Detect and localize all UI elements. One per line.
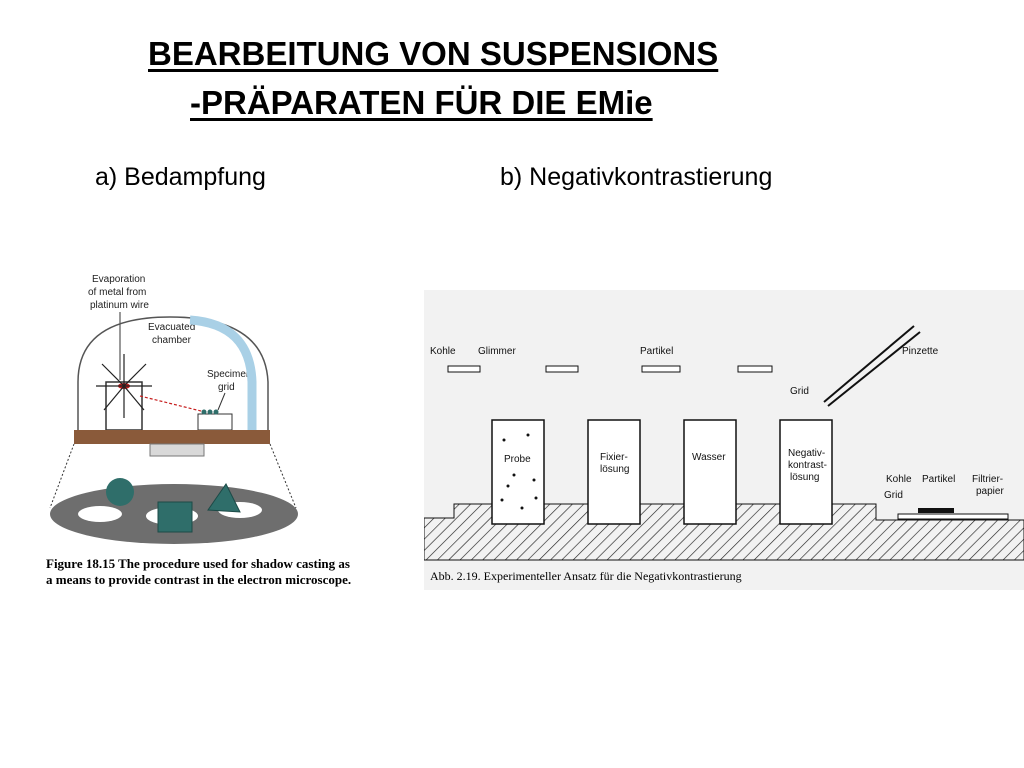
beaker-probe bbox=[491, 419, 545, 525]
pyramid-shape bbox=[207, 483, 241, 513]
title-line-1: BEARBEITUNG VON SUSPENSIONS bbox=[148, 35, 719, 72]
shadow-casting-diagram: Evaporation of metal from platinum wire … bbox=[49, 274, 298, 544]
label-kohle-right: Kohle bbox=[886, 474, 912, 485]
beaker-label-negativ-1: Negativ- bbox=[788, 448, 825, 459]
label-specimen-2: grid bbox=[218, 382, 235, 393]
beaker-label-negativ-3: lösung bbox=[790, 472, 819, 483]
beaker-label-fixier-2: lösung bbox=[600, 464, 629, 475]
cube-shape bbox=[157, 501, 193, 533]
beaker-label-probe: Probe bbox=[504, 454, 531, 465]
label-partikel-right: Partikel bbox=[922, 474, 955, 485]
beaker-label-negativ-2: kontrast- bbox=[788, 460, 827, 471]
beaker-wasser bbox=[683, 419, 737, 525]
beaker-label-wasser: Wasser bbox=[692, 452, 726, 463]
label-chamber-2: chamber bbox=[152, 335, 192, 346]
label-papier: papier bbox=[976, 486, 1004, 497]
subtitle-bedampfung: a) Bedampfung bbox=[95, 163, 266, 191]
figure-negative-staining: Kohle Glimmer Partikel Pinzette Grid Pro… bbox=[423, 290, 1024, 590]
label-evaporation-3: platinum wire bbox=[90, 300, 149, 311]
label-filtrier: Filtrier- bbox=[972, 474, 1003, 485]
label-specimen-1: Specimen bbox=[207, 369, 251, 380]
label-grid-top: Grid bbox=[790, 386, 809, 397]
label-evaporation-1: Evaporation bbox=[92, 274, 145, 285]
subtitle-negativkontrastierung: b) Negativkontrastierung bbox=[500, 163, 773, 191]
beaker-label-fixier-1: Fixier- bbox=[600, 452, 628, 463]
figure-a-caption-1: Figure 18.15 The procedure used for shad… bbox=[46, 556, 350, 571]
sphere-shape bbox=[106, 478, 134, 506]
label-pinzette: Pinzette bbox=[902, 346, 939, 357]
figure-b-caption: Abb. 2.19. Experimenteller Ansatz für di… bbox=[430, 569, 742, 583]
label-kohle-top: Kohle bbox=[430, 346, 456, 357]
negative-staining-diagram: Kohle Glimmer Partikel Pinzette Grid Pro… bbox=[423, 325, 1024, 583]
figure-a-caption-2: a means to provide contrast in the elect… bbox=[46, 572, 352, 587]
chamber-base bbox=[74, 430, 270, 444]
label-grid-right: Grid bbox=[884, 490, 903, 501]
beaker-negativ bbox=[779, 419, 833, 525]
label-partikel-top: Partikel bbox=[640, 346, 673, 357]
beaker-fixier bbox=[587, 419, 641, 525]
label-glimmer: Glimmer bbox=[478, 346, 516, 357]
figure-shadow-casting: Evaporation of metal from platinum wire … bbox=[40, 262, 390, 590]
label-evaporation-2: of metal from bbox=[88, 287, 146, 298]
label-chamber-1: Evacuated bbox=[148, 322, 195, 333]
bell-jar bbox=[77, 316, 269, 430]
title-line-2: -PRÄPARATEN FÜR DIE EMie bbox=[190, 84, 653, 121]
